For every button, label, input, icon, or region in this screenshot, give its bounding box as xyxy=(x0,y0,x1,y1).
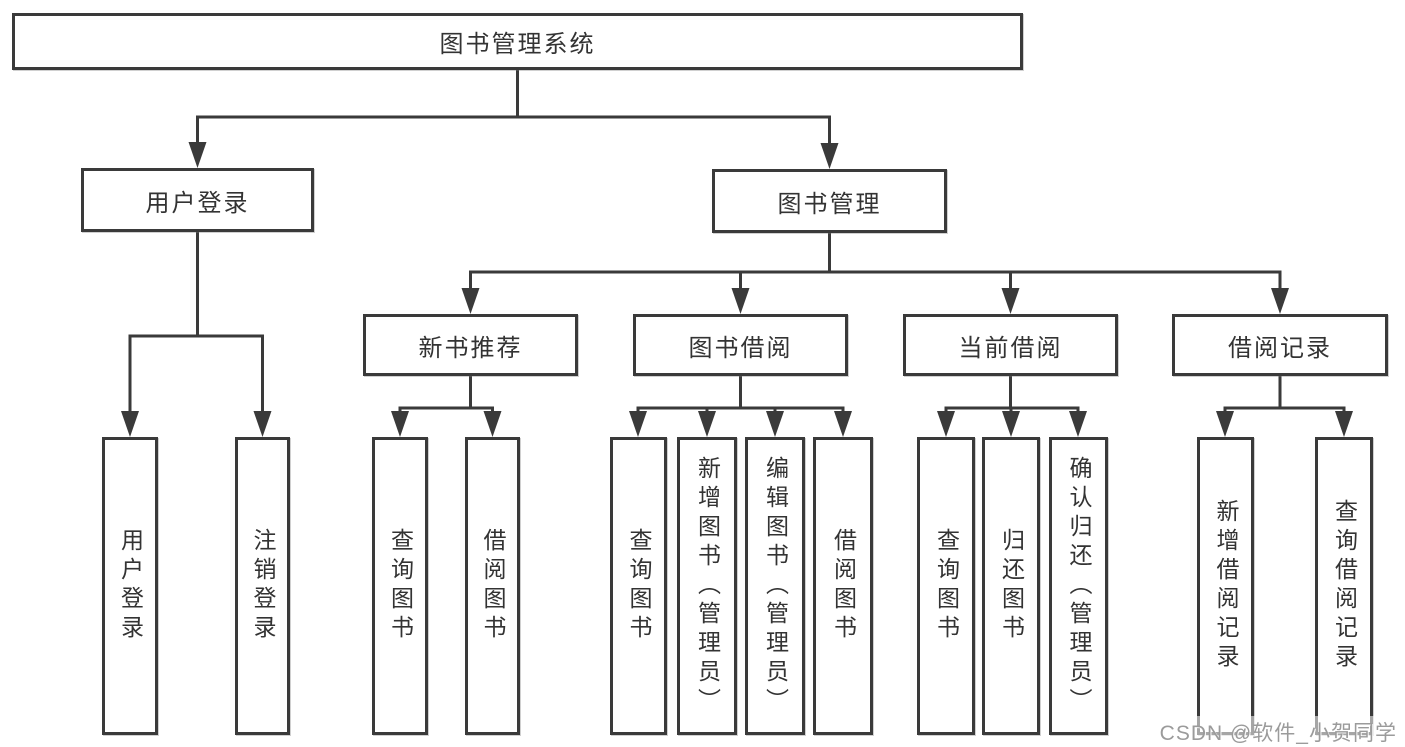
leaf-query-book-borrow: 查询图书 xyxy=(610,437,667,735)
node-current-borrow: 当前借阅 xyxy=(903,314,1118,376)
node-book-borrow: 图书借阅 xyxy=(633,314,848,376)
leaf-edit-book-admin: 编辑图书（管理员） xyxy=(745,437,805,735)
node-new-book-recommend: 新书推荐 xyxy=(363,314,578,376)
node-user-login: 用户登录 xyxy=(81,168,314,232)
leaf-borrow-book: 借阅图书 xyxy=(813,437,873,735)
node-borrow-records: 借阅记录 xyxy=(1172,314,1388,376)
leaf-query-borrow-record: 查询借阅记录 xyxy=(1315,437,1373,735)
leaf-logout-login: 注销登录 xyxy=(235,437,290,735)
leaf-query-book-current: 查询图书 xyxy=(917,437,975,735)
node-book-management: 图书管理 xyxy=(712,169,947,233)
csdn-watermark: CSDN @软件_小贺同学 xyxy=(1155,716,1401,747)
leaf-borrow-book-recommend: 借阅图书 xyxy=(465,437,520,735)
leaf-add-borrow-record: 新增借阅记录 xyxy=(1197,437,1254,735)
leaf-add-book-admin: 新增图书（管理员） xyxy=(677,437,737,735)
leaf-query-book-recommend: 查询图书 xyxy=(372,437,428,735)
node-library-system: 图书管理系统 xyxy=(12,13,1023,70)
leaf-confirm-return-admin: 确认归还（管理员） xyxy=(1049,437,1108,735)
connector-paths xyxy=(128,70,1346,418)
leaf-return-book: 归还图书 xyxy=(982,437,1040,735)
leaf-user-login: 用户登录 xyxy=(102,437,158,735)
arrowhead-icons xyxy=(121,142,1353,437)
